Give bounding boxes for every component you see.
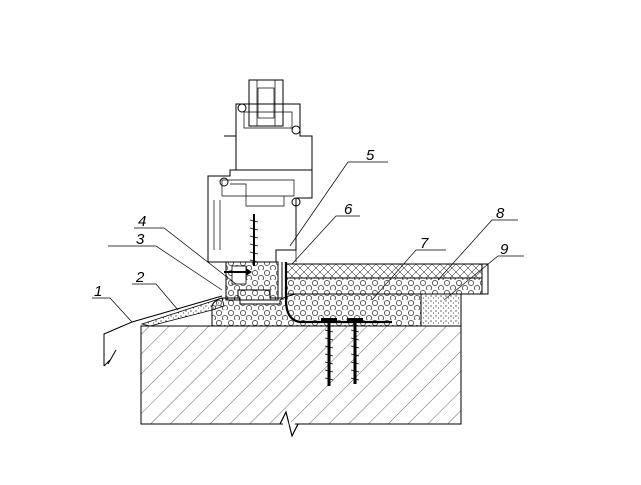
sill-board (285, 263, 489, 295)
callout-4: 4 (138, 213, 146, 230)
membrane (284, 262, 392, 324)
callout-9: 9 (500, 241, 509, 258)
leader-lines (92, 161, 524, 323)
sealant-wedge (140, 297, 225, 327)
callout-5: 5 (366, 147, 375, 164)
callout-1: 1 (94, 283, 102, 300)
callout-6: 6 (344, 201, 353, 218)
callout-7: 7 (420, 235, 429, 252)
concrete-wall (140, 325, 462, 438)
anchors (321, 318, 363, 386)
callout-8: 8 (496, 205, 505, 222)
callout-3: 3 (136, 231, 145, 248)
callout-2: 2 (135, 269, 145, 286)
callout-labels: 1 2 3 4 5 6 7 8 9 (94, 147, 509, 300)
render-block (420, 293, 462, 327)
window-frame (207, 79, 313, 301)
